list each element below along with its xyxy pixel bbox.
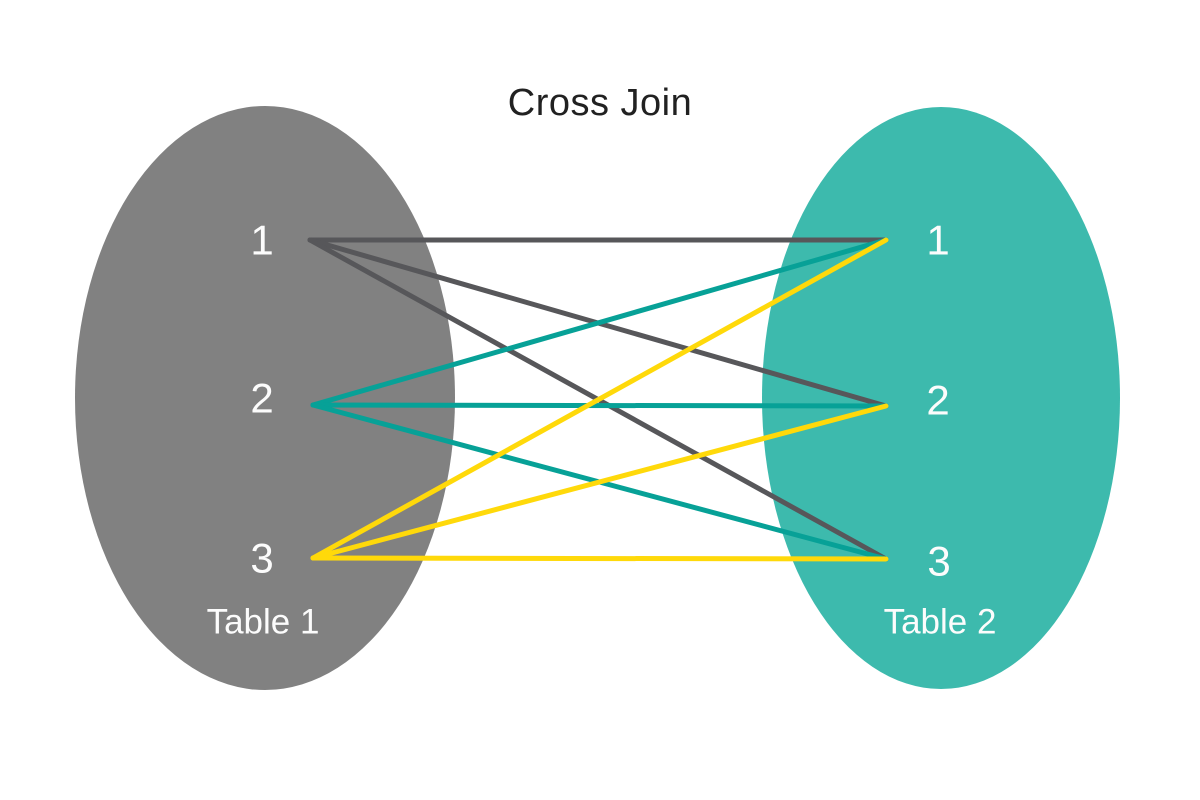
edge-2-to-1 <box>310 237 889 408</box>
table2-label: Table 2 <box>884 603 997 642</box>
edge-3-to-3 <box>310 555 889 562</box>
join-edges <box>307 237 889 562</box>
table1-node-1: 1 <box>250 217 273 264</box>
table1-node-2: 2 <box>250 375 273 422</box>
table1-label: Table 1 <box>207 603 320 642</box>
diagram-title: Cross Join <box>507 82 693 124</box>
edge-3-to-1 <box>310 237 889 561</box>
table2-node-2: 2 <box>926 377 949 424</box>
table2-node-1: 1 <box>926 217 949 264</box>
edge-3-to-2 <box>310 403 889 561</box>
edge-2-to-2 <box>310 402 889 409</box>
table1-node-3: 3 <box>250 535 273 582</box>
table2-node-3: 3 <box>927 538 950 585</box>
